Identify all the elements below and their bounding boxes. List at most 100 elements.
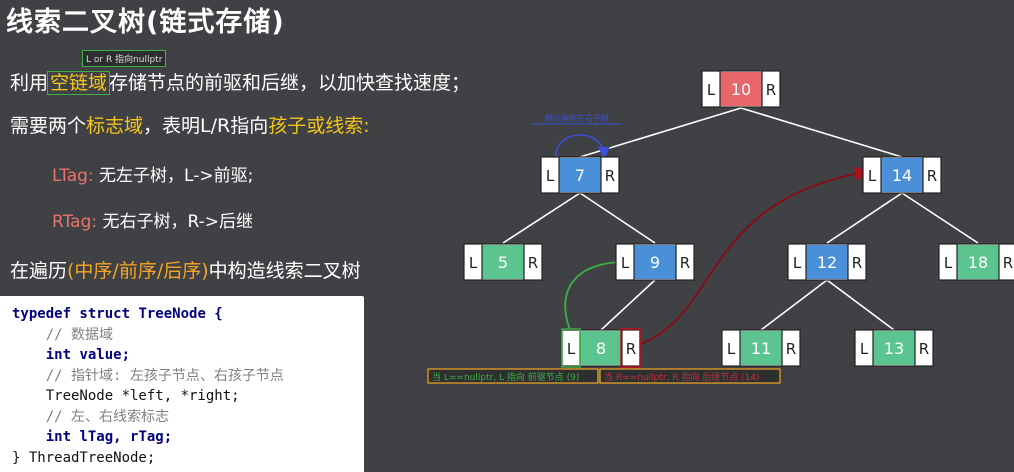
edge-7-5 (502, 192, 581, 244)
edge-7-9 (579, 192, 656, 244)
code-line-3-name: value; (71, 347, 131, 363)
intro-line-1-suffix: 存储节点的前驱和后继，以加快查找速度； (109, 72, 471, 94)
intro-line-5-suffix: 中构造线索二叉树 (208, 260, 361, 282)
node-value-cell (482, 245, 524, 279)
child-or-thread-highlight: 孩子或线索 (268, 115, 364, 137)
annotation-right-box (599, 368, 781, 384)
node-right-tag: R (919, 340, 929, 358)
code-block: typedef struct TreeNode { // 数据域 int val… (12, 304, 284, 468)
code-line-3-keyword: int (12, 347, 72, 363)
node-value-cell (740, 331, 782, 365)
tree-node-9: L 9 R (615, 243, 695, 281)
code-line-6: // 左、右线索标志 (12, 408, 170, 425)
node-left-tag: L (793, 254, 802, 272)
node-left-tag: L (860, 340, 869, 358)
tree-node-5: L 5 R (463, 243, 543, 281)
annotation-top-text: 默认指向左右子树 (545, 113, 609, 123)
node-value: 10 (731, 80, 751, 99)
node-left-tag: L (546, 167, 555, 185)
node-right-tag: R (852, 254, 862, 272)
ltag-text: 无左子树，L->前驱; (99, 166, 254, 186)
intro-line-5-prefix: 在遍历 (10, 260, 68, 282)
intro-line-1-prefix: 利用 (10, 72, 49, 94)
node-right-tag: R (528, 254, 538, 272)
code-line-7-keyword: int (12, 429, 72, 445)
node-value: 9 (650, 253, 660, 272)
annotation-right-text: 当 R==nullptr, R 指向 后继节点 (14) (604, 371, 760, 383)
intro-line-2: 需要两个标志域，表明L/R指向孩子或线索: (10, 111, 370, 138)
tree-edges (502, 107, 979, 331)
tree-node-7: L 7 R (540, 156, 620, 194)
node-right-tag: R (626, 340, 636, 358)
node-left-tag: L (868, 167, 877, 185)
node-left-tag: L (621, 254, 630, 272)
node-right-tag: R (1003, 254, 1013, 272)
code-line-7-name: lTag, rTag; (71, 429, 173, 445)
node-value: 8 (596, 339, 606, 358)
flag-field-highlight: 标志域 (86, 115, 144, 137)
ltag-label: LTag: (52, 166, 94, 186)
node-left-tag: L (469, 254, 478, 272)
intro-line-2-prefix: 需要两个 (10, 115, 87, 137)
rtag-label: RTag: (52, 212, 98, 232)
right-thread-arrow (634, 166, 870, 347)
intro-line-2-suffix: : (363, 115, 370, 137)
empty-link-field-highlight: 空链域 (47, 71, 111, 95)
node-value: 7 (575, 166, 585, 185)
tree-node-18: L 18 R (938, 243, 1014, 281)
code-line-1-keyword: typedef struct (12, 306, 131, 322)
node-left-tag: L (944, 254, 953, 272)
node-right-tag: R (927, 167, 937, 185)
node-value-cell (873, 331, 915, 365)
code-line-2: // 数据域 (12, 326, 114, 343)
tree-node-13: L 13 R (854, 329, 934, 367)
edge-12-11 (760, 279, 828, 331)
node-right-tag: R (786, 340, 796, 358)
edge-10-14 (740, 107, 903, 158)
intro-line-5: 在遍历(中序/前序/后序)中构造线索二叉树 (10, 256, 361, 283)
node-8-left-highlight (561, 328, 581, 368)
ltag-line: LTag: 无左子树，L->前驱; (52, 161, 253, 186)
node-value-cell (957, 245, 999, 279)
rtag-text: 无右子树，R->后继 (102, 212, 254, 232)
intro-line-1: 利用空链域存储节点的前驱和后继，以加快查找速度； (10, 68, 470, 95)
node-value: 5 (498, 253, 508, 272)
nullptr-label: L or R 指向nullptr (82, 50, 167, 67)
node-right-tag: R (605, 167, 615, 185)
code-line-1-name: TreeNode { (130, 306, 223, 322)
edge-12-13 (826, 279, 895, 331)
node-right-tag: R (680, 254, 690, 272)
node-value: 14 (892, 166, 912, 185)
node-left-tag: L (727, 340, 736, 358)
edge-14-12 (826, 192, 903, 244)
tree-node-12: L 12 R (787, 243, 867, 281)
tree-node-8: L 8 R (561, 329, 641, 367)
edge-14-18 (901, 192, 979, 244)
code-panel: typedef struct TreeNode { // 数据域 int val… (0, 296, 364, 472)
node-left-tag: L (567, 340, 576, 358)
intro-line-2-middle: ，表明L/R指向 (143, 115, 269, 137)
traversal-order-highlight: (中序/前序/后序) (67, 260, 209, 282)
node-value-cell (881, 158, 923, 192)
left-thread-arrow (564, 254, 636, 331)
node-value: 12 (817, 253, 837, 272)
node-value-cell (806, 245, 848, 279)
annotation-left-text: 当 L==nullptr, L 指向 前驱节点 (9) (432, 371, 579, 383)
annotation-left-box (427, 368, 599, 384)
node-value: 18 (968, 253, 988, 272)
node-value-cell (559, 158, 601, 192)
node-value-cell (720, 72, 762, 106)
default-child-arrow (555, 134, 610, 159)
tree-node-10: L 10 R (701, 70, 781, 108)
node-value-cell (634, 245, 676, 279)
tree-node-14: L 14 R (862, 156, 942, 194)
node-value: 13 (884, 339, 904, 358)
node-right-tag: R (766, 81, 776, 99)
node-left-tag: L (707, 81, 716, 99)
node-8-right-highlight (620, 328, 641, 368)
code-line-4: // 指针域: 左孩子节点、右孩子节点 (12, 367, 284, 384)
node-value-cell (580, 331, 622, 365)
